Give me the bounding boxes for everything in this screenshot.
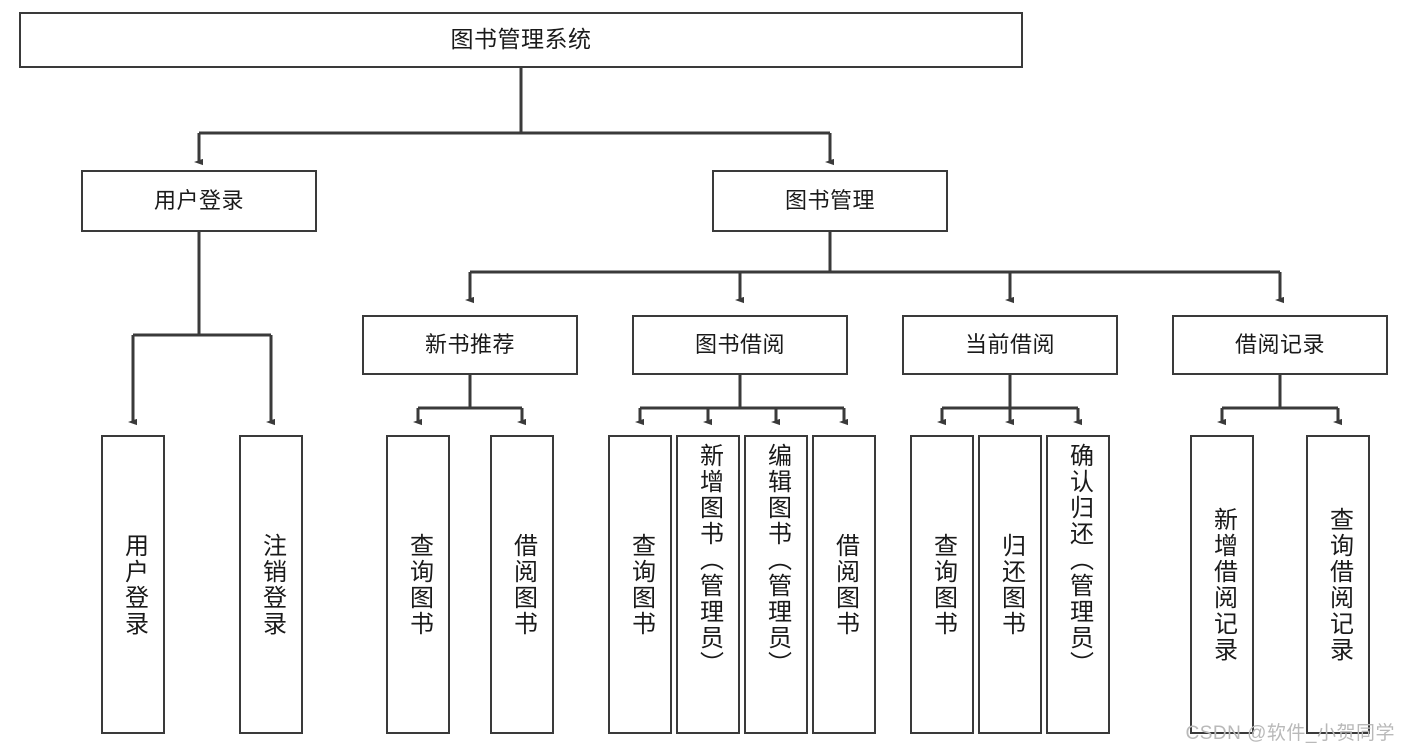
node-leaf-query-record[interactable]: 查询借阅记录 — [1306, 435, 1370, 734]
node-current-borrow[interactable]: 当前借阅 — [902, 315, 1118, 375]
node-leaf-query-book-2-label: 查询图书 — [627, 532, 655, 637]
node-user-login[interactable]: 用户登录 — [81, 170, 317, 232]
node-new-book-recommend-label: 新书推荐 — [424, 331, 515, 357]
node-leaf-add-record[interactable]: 新增借阅记录 — [1190, 435, 1254, 734]
node-leaf-logout-label: 注销登录 — [258, 532, 286, 637]
node-leaf-query-book-3[interactable]: 查询图书 — [910, 435, 974, 734]
node-leaf-logout[interactable]: 注销登录 — [239, 435, 303, 734]
node-leaf-return-book-label: 归还图书 — [997, 532, 1025, 637]
node-user-login-label: 用户登录 — [153, 187, 244, 213]
node-book-manage-label: 图书管理 — [784, 187, 875, 213]
node-book-borrow-label: 图书借阅 — [694, 331, 785, 357]
node-leaf-query-book-2[interactable]: 查询图书 — [608, 435, 672, 734]
node-leaf-confirm-return-label: 确认归还（管理员） — [1065, 443, 1093, 677]
node-new-book-recommend[interactable]: 新书推荐 — [362, 315, 578, 375]
node-borrow-record-label: 借阅记录 — [1234, 331, 1325, 357]
node-book-manage[interactable]: 图书管理 — [712, 170, 948, 232]
node-leaf-confirm-return[interactable]: 确认归还（管理员） — [1046, 435, 1110, 734]
node-leaf-add-record-label: 新增借阅记录 — [1209, 506, 1237, 663]
node-leaf-borrow-book-2-label: 借阅图书 — [831, 532, 859, 637]
node-book-borrow[interactable]: 图书借阅 — [632, 315, 848, 375]
node-leaf-edit-book[interactable]: 编辑图书（管理员） — [744, 435, 808, 734]
node-root-book-management-system[interactable]: 图书管理系统 — [19, 12, 1023, 68]
node-leaf-edit-book-label: 编辑图书（管理员） — [763, 443, 791, 677]
node-leaf-add-book-label: 新增图书（管理员） — [695, 443, 723, 677]
node-leaf-query-book-3-label: 查询图书 — [929, 532, 957, 637]
node-root-label: 图书管理系统 — [450, 26, 592, 53]
node-leaf-query-book-1[interactable]: 查询图书 — [386, 435, 450, 734]
node-leaf-borrow-book-1[interactable]: 借阅图书 — [490, 435, 554, 734]
node-leaf-user-login-label: 用户登录 — [120, 532, 148, 637]
node-leaf-query-book-1-label: 查询图书 — [405, 532, 433, 637]
node-leaf-return-book[interactable]: 归还图书 — [978, 435, 1042, 734]
node-borrow-record[interactable]: 借阅记录 — [1172, 315, 1388, 375]
node-current-borrow-label: 当前借阅 — [964, 331, 1055, 357]
node-leaf-user-login[interactable]: 用户登录 — [101, 435, 165, 734]
node-leaf-add-book[interactable]: 新增图书（管理员） — [676, 435, 740, 734]
node-leaf-query-record-label: 查询借阅记录 — [1325, 506, 1353, 663]
node-leaf-borrow-book-1-label: 借阅图书 — [509, 532, 537, 637]
node-leaf-borrow-book-2[interactable]: 借阅图书 — [812, 435, 876, 734]
